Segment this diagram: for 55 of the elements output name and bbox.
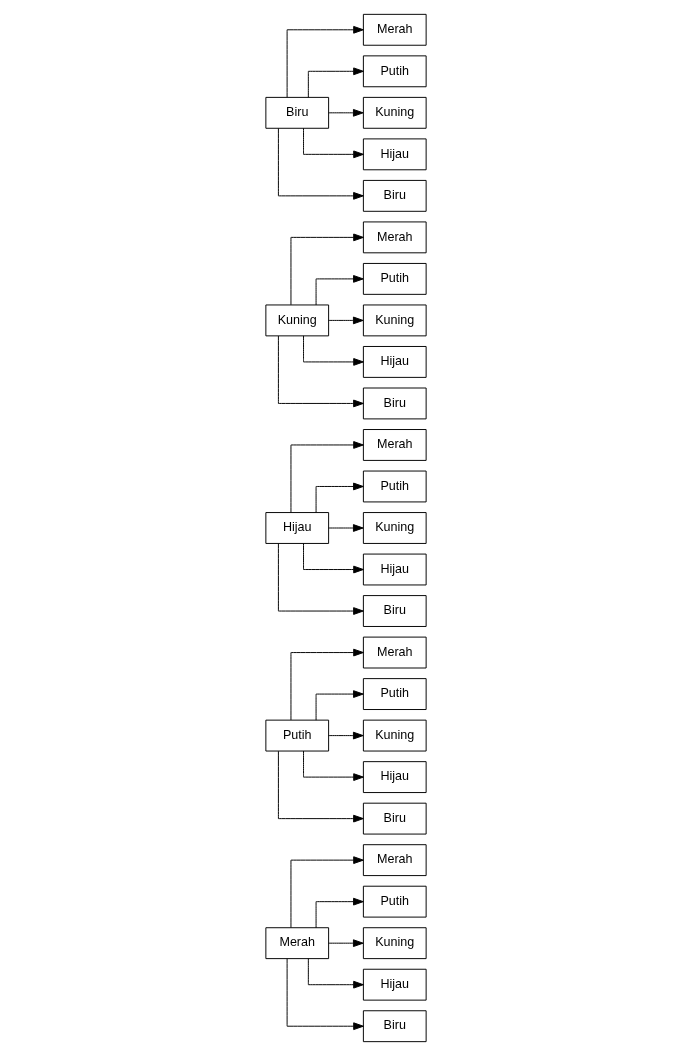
arrow bbox=[307, 67, 364, 98]
node-box: Merah bbox=[264, 927, 329, 960]
arrow bbox=[286, 25, 364, 98]
node-box: Hijau bbox=[264, 512, 329, 544]
arrow bbox=[302, 127, 364, 159]
arrow bbox=[290, 441, 364, 513]
node-box: Biru bbox=[362, 595, 427, 627]
node-box: Biru bbox=[264, 96, 329, 129]
arrow bbox=[315, 482, 364, 514]
node-box: Merah bbox=[362, 13, 427, 46]
node-box: Hijau bbox=[362, 346, 427, 378]
node-box: Merah bbox=[362, 429, 427, 461]
node-box: Biru bbox=[362, 387, 427, 420]
node-box: Putih bbox=[362, 678, 427, 710]
node-box: Biru bbox=[362, 179, 427, 212]
arrow bbox=[327, 524, 364, 532]
node-box: Hijau bbox=[362, 553, 427, 586]
node-box: Merah bbox=[362, 636, 427, 669]
arrow bbox=[277, 543, 364, 615]
node-box: Putih bbox=[362, 885, 427, 918]
arrow bbox=[307, 958, 364, 989]
node-box: Kuning bbox=[362, 512, 427, 544]
arrow bbox=[290, 648, 364, 721]
arrow bbox=[290, 856, 364, 929]
node-box: Kuning bbox=[362, 96, 427, 129]
arrow bbox=[302, 750, 364, 781]
arrow bbox=[302, 335, 364, 366]
arrow bbox=[327, 939, 364, 948]
node-box: Biru bbox=[362, 802, 427, 835]
node-box: Putih bbox=[362, 55, 427, 88]
arrow bbox=[327, 316, 364, 325]
node-box: Merah bbox=[362, 221, 427, 254]
node-box: Putih bbox=[362, 262, 427, 295]
node-box: Putih bbox=[264, 719, 329, 752]
arrow bbox=[277, 750, 364, 823]
node-box: Merah bbox=[362, 844, 427, 877]
arrow bbox=[315, 897, 364, 929]
arrow bbox=[302, 542, 364, 574]
node-box: Putih bbox=[362, 470, 427, 503]
arrow bbox=[327, 731, 364, 740]
node-box: Hijau bbox=[362, 138, 427, 171]
arrow bbox=[277, 127, 364, 200]
arrow bbox=[327, 108, 364, 117]
node-box: Kuning bbox=[264, 304, 329, 337]
arrow bbox=[277, 335, 364, 408]
node-box: Hijau bbox=[362, 968, 427, 1001]
node-box: Kuning bbox=[362, 304, 427, 337]
node-box: Biru bbox=[362, 1010, 427, 1043]
arrow bbox=[315, 275, 364, 306]
node-box: Kuning bbox=[362, 719, 427, 752]
node-box: Kuning bbox=[362, 927, 427, 960]
node-box: Hijau bbox=[362, 761, 427, 794]
arrow bbox=[315, 690, 364, 721]
arrow bbox=[290, 233, 364, 306]
arrow bbox=[286, 958, 364, 1031]
